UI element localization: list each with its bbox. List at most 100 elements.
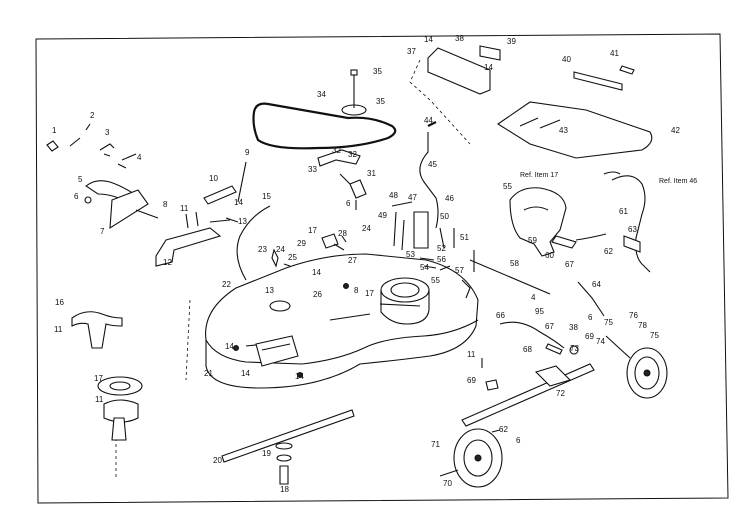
callout-label-56: 52 <box>437 244 446 253</box>
callout-label-40: 34 <box>317 90 326 99</box>
reference-label-1: Ref. Item 46 <box>659 178 697 185</box>
callout-label-82: 66 <box>496 311 505 320</box>
callout-label-29: 14 <box>295 372 304 381</box>
part-belt-34 <box>252 102 397 150</box>
callout-label-54: 49 <box>378 211 387 220</box>
callout-label-91: 68 <box>523 345 532 354</box>
callout-label-83: 67 <box>545 322 554 331</box>
callout-label-4: 5 <box>78 175 83 184</box>
part-washer-19 <box>275 442 293 450</box>
callout-label-42: 35 <box>376 97 385 106</box>
callout-label-7: 8 <box>163 200 168 209</box>
part-cable-68 <box>499 321 565 349</box>
callout-label-90: 6 <box>588 313 593 322</box>
part-group-rod-61 <box>603 171 651 273</box>
callout-label-68: 41 <box>610 49 619 58</box>
callout-label-23: 25 <box>288 253 297 262</box>
callout-label-34: 27 <box>348 256 357 265</box>
callout-label-33: 24 <box>362 224 371 233</box>
callout-label-1: 2 <box>90 111 95 120</box>
part-group-idler-arm <box>317 149 367 210</box>
reference-label-0: Ref. Item 17 <box>520 172 558 179</box>
part-blade-20 <box>221 409 355 463</box>
callout-label-3: 4 <box>137 153 142 162</box>
part-group-bracket-12 <box>155 161 247 267</box>
callout-label-21: 23 <box>258 245 267 254</box>
callout-label-36: 17 <box>365 289 374 298</box>
part-group-spindle-left <box>71 311 143 441</box>
callout-label-62: 37 <box>407 47 416 56</box>
callout-label-89: 75 <box>650 331 659 340</box>
callout-label-69: 42 <box>671 126 680 135</box>
part-wheel-front-left <box>439 428 503 488</box>
callout-label-18: 11 <box>95 395 104 404</box>
callout-label-79: 64 <box>592 280 601 289</box>
callout-label-19: 21 <box>204 369 213 378</box>
callout-label-16: 11 <box>54 325 63 334</box>
part-group-link-28 <box>321 233 347 251</box>
callout-label-51: 48 <box>389 191 398 200</box>
part-deck-21 <box>205 253 479 389</box>
callout-label-75: 61 <box>619 207 628 216</box>
callout-label-74: 67 <box>565 260 574 269</box>
callout-label-65: 14 <box>484 63 493 72</box>
callout-label-31: 29 <box>297 239 306 248</box>
callout-label-49: 45 <box>428 160 437 169</box>
part-group-left-hardware <box>46 123 159 230</box>
callout-label-10: 11 <box>180 204 189 213</box>
part-spring-24 <box>271 248 291 268</box>
callout-label-85: 69 <box>585 332 594 341</box>
callout-label-80: 4 <box>531 293 536 302</box>
part-bolt-18 <box>279 465 289 485</box>
callout-label-99: 6 <box>516 436 521 445</box>
callout-label-15: 16 <box>55 298 64 307</box>
part-rod-58 <box>469 259 551 295</box>
callout-label-25: 26 <box>313 290 322 299</box>
callout-label-26: 14 <box>312 268 321 277</box>
callout-label-11: 12 <box>163 258 172 267</box>
callout-label-95: 69 <box>467 376 476 385</box>
callout-label-37: 20 <box>213 456 222 465</box>
callout-label-6: 7 <box>100 227 105 236</box>
callout-label-32: 28 <box>338 229 347 238</box>
callout-label-86: 75 <box>604 318 613 327</box>
callout-label-97: 71 <box>431 440 440 449</box>
callout-label-55: 51 <box>460 233 469 242</box>
centerline-left <box>115 299 191 478</box>
part-link-64 <box>575 233 607 317</box>
callout-label-66: 39 <box>507 37 516 46</box>
callout-label-81: 95 <box>535 307 544 316</box>
callout-label-88: 78 <box>638 321 647 330</box>
callout-label-27: 14 <box>225 342 234 351</box>
callout-label-12: 13 <box>238 217 247 226</box>
callout-label-0: 1 <box>52 126 57 135</box>
callout-label-77: 63 <box>628 225 637 234</box>
callout-label-59: 54 <box>420 263 429 272</box>
callout-label-64: 38 <box>455 34 464 43</box>
callout-label-43: 32 <box>332 146 341 155</box>
callout-label-78: 58 <box>510 259 519 268</box>
diagram-frame <box>35 33 729 504</box>
part-wheel-rear-right <box>605 335 668 399</box>
part-fitting-69 <box>485 379 499 391</box>
part-group-right-bracket <box>509 187 577 257</box>
callout-label-5: 6 <box>74 192 79 201</box>
callout-label-63: 14 <box>424 35 433 44</box>
callout-label-52: 47 <box>408 193 417 202</box>
callout-label-14: 15 <box>262 192 271 201</box>
callout-label-60: 55 <box>431 276 440 285</box>
callout-label-46: 31 <box>367 169 376 178</box>
callout-label-13: 14 <box>234 198 243 207</box>
part-group-lift-linkage <box>391 121 471 299</box>
callout-label-38: 19 <box>262 449 271 458</box>
callout-label-87: 76 <box>629 311 638 320</box>
part-axle-72 <box>461 363 595 427</box>
callout-label-50: 46 <box>445 194 454 203</box>
part-group-hitch-brackets <box>409 45 653 159</box>
callout-label-71: 55 <box>503 182 512 191</box>
callout-label-84: 38 <box>569 323 578 332</box>
callout-label-9: 10 <box>209 174 218 183</box>
callout-label-72: 59 <box>528 236 537 245</box>
callout-label-76: 62 <box>604 247 613 256</box>
